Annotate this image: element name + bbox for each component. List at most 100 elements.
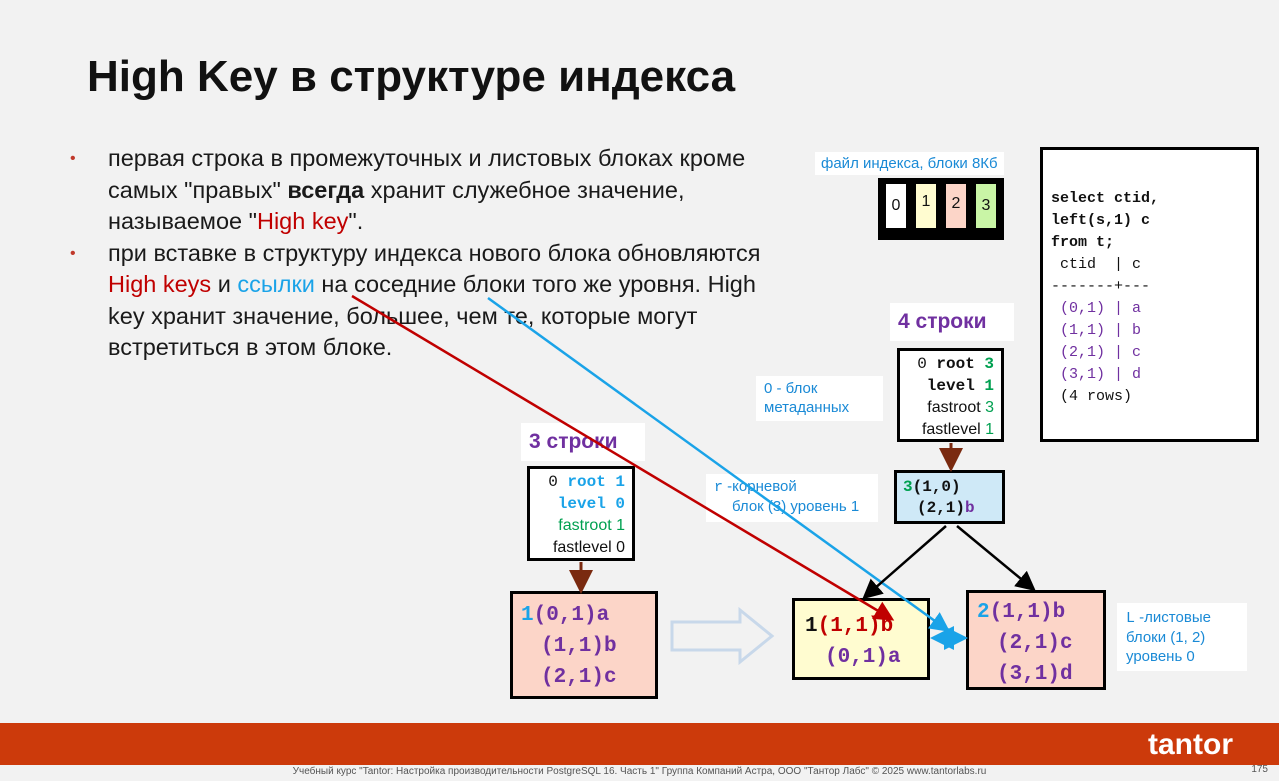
page-number: 175	[1251, 764, 1268, 775]
leaf-key: a	[888, 646, 901, 669]
leaf-high-key: b	[880, 615, 894, 638]
leaf-num: 2	[977, 601, 990, 624]
leaf-tid: (2,1)	[997, 632, 1061, 655]
meta-text: 1	[605, 473, 625, 491]
bullet-text: при вставке в структуру индекса нового б…	[108, 239, 761, 266]
leaf-label-line: -листовые	[1135, 609, 1211, 626]
meta-text: 3	[974, 355, 994, 373]
meta-text: 1	[980, 421, 994, 438]
meta-label-line: метаданных	[764, 399, 850, 416]
meta-text: 0	[605, 495, 625, 513]
meta-label-line: 0 - блок	[764, 380, 818, 397]
leaf-block-old: 1(0,1)a (1,1)b (2,1)c	[510, 591, 658, 699]
high-keys-term: High keys	[108, 271, 212, 297]
page-title: High Key в структуре индекса	[87, 52, 736, 101]
leaf-key: a	[596, 604, 610, 627]
meta-text: fastlevel	[921, 421, 981, 438]
arrow-high-key	[351, 294, 895, 621]
file-label: файл индекса, блоки 8Кб	[815, 152, 1004, 175]
leaf-tid: (2,1)	[541, 666, 605, 689]
file-block-3: 3	[974, 182, 998, 230]
meta-block-left: 0 root 1 level 0 fastroot 1 fastlevel 0	[527, 466, 635, 561]
footer-bar: tantor	[0, 723, 1279, 765]
block-arrow	[670, 606, 775, 666]
file-blocks: 0 1 2 3	[878, 178, 1004, 240]
bullet-text: на соседние блоки того же уровня. High k…	[108, 271, 756, 360]
sql-row: (2,1) | c	[1051, 344, 1142, 361]
arrow-root-left	[862, 525, 947, 600]
meta-text: 1	[611, 517, 625, 534]
meta-text: level	[926, 377, 975, 395]
tantor-logo: tantor	[1148, 728, 1233, 761]
leaf-tid: (1,1)	[541, 635, 605, 658]
leaf-tid: (3,1)	[997, 663, 1061, 686]
meta-text: fastlevel	[552, 539, 612, 556]
leaf-key: b	[604, 635, 617, 658]
leaf-tid: (0,1)	[825, 646, 889, 669]
meta-text: fastroot	[927, 399, 981, 416]
root-label-line: блок (3) уровень 1	[732, 498, 860, 515]
footer-text: Учебный курс "Tantor: Настройка производ…	[292, 766, 987, 777]
arrow-root-right	[956, 525, 1036, 592]
bullet-dot: •	[70, 150, 76, 167]
file-block-1: 1	[914, 182, 938, 230]
file-block-2: 2	[944, 182, 968, 230]
leaf-label: L -листовые блоки (1, 2) уровень 0	[1117, 603, 1247, 671]
leaf-key: c	[1060, 632, 1073, 655]
meta-text: 0	[548, 473, 568, 491]
links-term: ссылки	[237, 271, 315, 297]
leaf-key: b	[1052, 601, 1066, 624]
leaf-label-l: L	[1126, 610, 1136, 627]
file-block-0: 0	[884, 182, 908, 230]
leaf-num: 1	[521, 604, 534, 627]
leaf-key: c	[604, 666, 617, 689]
sql-line: (4 rows)	[1051, 388, 1133, 405]
bullet-1: • первая строка в промежуточных и листов…	[70, 143, 770, 238]
sql-line: select ctid,	[1051, 190, 1160, 207]
meta-text: 0	[611, 539, 625, 556]
leaf-label-line: уровень 0	[1126, 648, 1195, 665]
root-block-key: b	[965, 499, 975, 517]
meta-label: 0 - блок метаданных	[756, 376, 883, 421]
sql-row: (1,1) | b	[1051, 322, 1142, 339]
rows3-label: 3 строки	[521, 423, 645, 461]
root-label-r: r	[714, 479, 724, 496]
leaf-key: d	[1060, 663, 1073, 686]
sql-line: ctid | c	[1051, 256, 1142, 273]
meta-text: 0	[917, 355, 937, 373]
meta-text: level	[557, 495, 606, 513]
rows4-label: 4 строки	[890, 303, 1014, 341]
meta-block-right: 0 root 3 level 1 fastroot 3 fastlevel 1	[897, 348, 1004, 442]
sql-line: -------+---	[1051, 278, 1151, 295]
high-key-term: High key	[256, 208, 349, 234]
bullet-dot: •	[70, 244, 76, 262]
bullet-text: и	[211, 271, 238, 297]
leaf-num: 1	[805, 615, 818, 638]
root-block-tid: (1,0)	[912, 478, 961, 496]
leaf-tid: (0,1)	[533, 604, 597, 627]
bullet-list: • первая строка в промежуточных и листов…	[70, 143, 770, 364]
root-block-num: 3	[903, 478, 913, 496]
bullet-text: ".	[348, 208, 364, 234]
meta-text: 3	[980, 399, 994, 416]
bullet-text: хранит служебное значение, называемое "	[108, 176, 685, 235]
arrow-link	[487, 296, 951, 632]
sql-row: (3,1) | d	[1051, 366, 1142, 383]
sql-line: from t;	[1051, 234, 1115, 251]
meta-text: 1	[974, 377, 994, 395]
sql-output: select ctid, left(s,1) c from t; ctid | …	[1051, 188, 1256, 408]
sql-row: (0,1) | a	[1051, 300, 1142, 317]
leaf-high-key-tid: (1,1)	[817, 615, 881, 638]
leaf-tid: (1,1)	[989, 601, 1053, 624]
meta-text: root	[567, 473, 606, 491]
meta-text: root	[936, 355, 975, 373]
bullet-bold: всегда	[287, 176, 365, 203]
sql-box: select ctid, left(s,1) c from t; ctid | …	[1040, 147, 1259, 442]
meta-text: fastroot	[558, 517, 612, 534]
bullet-text: первая строка в промежуточных и листовых…	[108, 145, 746, 203]
root-block-tid: (2,1)	[917, 499, 966, 517]
sql-line: left(s,1) c	[1051, 212, 1151, 229]
leaf-label-line: блоки (1, 2)	[1126, 629, 1206, 646]
bullet-2: • при вставке в структуру индекса нового…	[70, 238, 770, 364]
